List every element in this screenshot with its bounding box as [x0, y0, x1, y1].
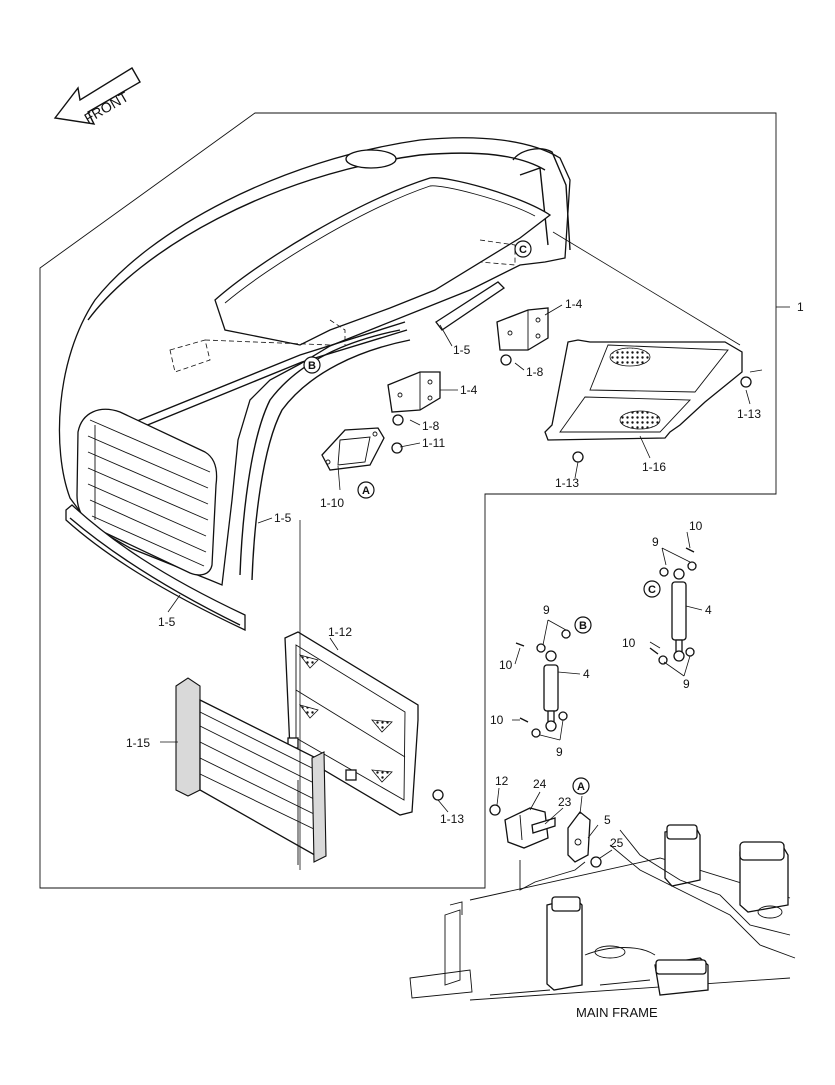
callout-a-lock: A	[572, 777, 590, 795]
hinge-left	[387, 371, 441, 426]
main-frame	[409, 824, 796, 1001]
label-9-lower-bottom: 9	[556, 745, 563, 759]
label-1-13-lower: 1-13	[555, 476, 579, 490]
label-1-4-left: 1-4	[460, 383, 478, 397]
label-1-5-bottom: 1-5	[158, 615, 176, 629]
callout-a-latch-text: A	[362, 485, 370, 497]
label-1-15: 1-15	[126, 736, 150, 750]
label-9-lower-top: 9	[543, 603, 550, 617]
label-10-upper: 10	[689, 519, 703, 533]
callout-b-hood-text: B	[308, 360, 316, 372]
side-cover-panel	[544, 339, 752, 463]
label-10-lower-bottom: 10	[490, 713, 504, 727]
main-frame-label: MAIN FRAME	[576, 1005, 658, 1020]
part-labels: 1 1-4 1-4 1-5 1-5 1-5 1-8 1-8 1-11 1-10 …	[126, 297, 804, 1020]
assembly-1-outline	[39, 112, 777, 889]
callout-a-latch: A	[357, 481, 375, 499]
label-9-mid-right: 9	[683, 677, 690, 691]
label-25: 25	[610, 836, 624, 850]
callout-b-spring: B	[574, 616, 592, 634]
label-24: 24	[533, 777, 547, 791]
label-12: 12	[495, 774, 509, 788]
label-23: 23	[558, 795, 572, 809]
label-1-12: 1-12	[328, 625, 352, 639]
label-10-mid-right: 10	[622, 636, 636, 650]
label-1-13-upper: 1-13	[737, 407, 761, 421]
leader-lines	[160, 231, 790, 870]
spring-leaders	[512, 531, 703, 741]
hinge-right	[496, 307, 549, 366]
gas-spring-lower	[515, 629, 571, 738]
label-1-5-mid: 1-5	[274, 511, 292, 525]
label-4-lower: 4	[583, 667, 590, 681]
label-1-4-right: 1-4	[565, 297, 583, 311]
radiator-core	[175, 677, 327, 865]
callout-c-hood: C	[514, 240, 532, 258]
lock-bracket	[489, 787, 613, 868]
label-1-8-left: 1-8	[422, 419, 440, 433]
label-5: 5	[604, 813, 611, 827]
callout-c-spring: C	[643, 580, 661, 598]
front-arrow-icon: FRONT	[53, 67, 141, 126]
callout-c-spring-text: C	[648, 584, 656, 596]
label-1-5-top: 1-5	[453, 343, 471, 357]
label-1-8-right: 1-8	[526, 365, 544, 379]
engine-hood	[58, 137, 571, 632]
callout-c-hood-text: C	[519, 244, 527, 256]
callout-a-lock-text: A	[577, 781, 585, 793]
label-4-upper: 4	[705, 603, 712, 617]
seal-strip	[435, 281, 506, 331]
callout-b-spring-text: B	[579, 620, 587, 632]
latch	[321, 427, 403, 471]
label-1-13-screen: 1-13	[440, 812, 464, 826]
callout-b-hood: B	[303, 356, 321, 374]
label-1-10: 1-10	[320, 496, 344, 510]
label-9-upper: 9	[652, 535, 659, 549]
gas-spring-upper	[649, 547, 697, 665]
label-1-16: 1-16	[642, 460, 666, 474]
label-10-lower-top: 10	[499, 658, 513, 672]
screen-panel	[284, 631, 444, 816]
label-1: 1	[797, 300, 804, 314]
label-1-11: 1-11	[422, 436, 445, 450]
